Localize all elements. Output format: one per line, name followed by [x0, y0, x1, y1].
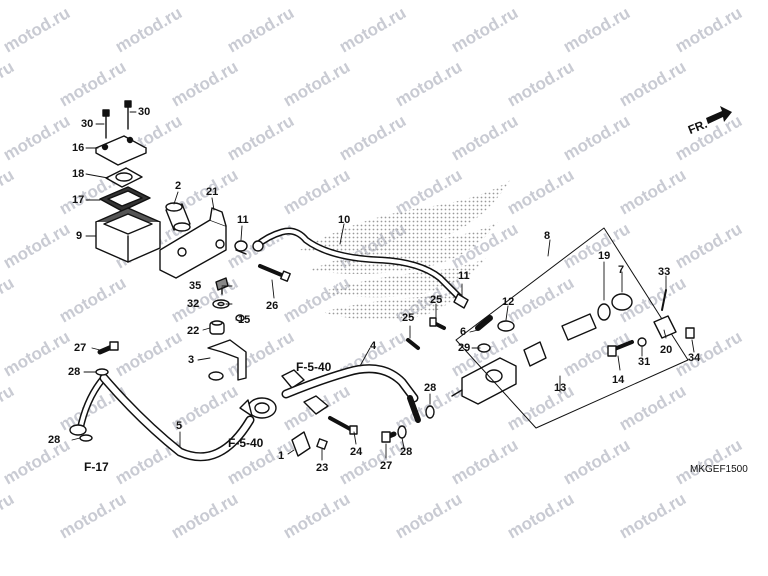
- part-label-11-right: 11: [458, 270, 470, 282]
- hose-clamp-upper: [281, 369, 305, 389]
- washer-28-left: [95, 368, 109, 376]
- part-label-28-right: 28: [424, 382, 437, 394]
- cup-19: [597, 303, 611, 321]
- ref-label-f540-upper: F-5-40: [296, 360, 332, 374]
- part-label-11-left: 11: [237, 214, 249, 226]
- joint-6: [475, 315, 493, 331]
- reservoir-bracket: [159, 207, 227, 279]
- joint-20: [653, 315, 677, 339]
- part-label-13: 13: [554, 382, 567, 394]
- bolt-25-lower: [406, 338, 420, 350]
- bolt-26: [258, 264, 291, 282]
- part-label-32: 32: [187, 298, 200, 310]
- part-label-5: 5: [176, 420, 183, 432]
- cylinder-2: [165, 202, 191, 232]
- diaphragm-plate: [105, 167, 143, 188]
- part-label-2: 2: [175, 180, 182, 192]
- collar-15: [235, 314, 245, 322]
- part-label-1: 1: [278, 450, 285, 462]
- master-cylinder: [451, 357, 517, 405]
- piston-body: [561, 313, 597, 341]
- bolt-25-upper: [429, 317, 446, 330]
- part-label-20: 20: [660, 344, 673, 356]
- hose-clamp-lower: [303, 395, 329, 415]
- part-label-12: 12: [502, 296, 515, 308]
- part-label-4: 4: [370, 340, 377, 352]
- bolt-30-left: [102, 109, 110, 139]
- part-label-18: 18: [72, 168, 85, 180]
- part-label-16: 16: [72, 142, 85, 154]
- nut-31: [637, 337, 647, 347]
- hose-clip-11-right: [453, 293, 469, 309]
- washer-28-bottom-left: [79, 434, 93, 442]
- part-label-6: 6: [460, 326, 467, 338]
- piston-spring: [523, 341, 547, 367]
- part-label-35: 35: [189, 280, 202, 292]
- ref-label-f540-lower: F-5-40: [228, 436, 264, 450]
- part-label-23: 23: [316, 462, 329, 474]
- part-label-33: 33: [658, 266, 671, 278]
- reservoir-body: [95, 207, 161, 263]
- clip-1: [291, 431, 311, 457]
- part-label-22: 22: [187, 325, 200, 337]
- hose-clip-11-left: [234, 240, 248, 255]
- part-label-34: 34: [688, 352, 701, 364]
- bolt-27-lower: [381, 431, 397, 443]
- part-label-19: 19: [598, 250, 611, 262]
- part-label-21: 21: [206, 186, 219, 198]
- part-label-30b: 30: [138, 106, 151, 118]
- brake-hose-5: [69, 373, 255, 462]
- bolt-30-right: [124, 100, 132, 130]
- part-label-27-lower: 27: [380, 460, 393, 472]
- pivot-bolt-14: [607, 340, 634, 357]
- part-label-9: 9: [76, 230, 83, 242]
- part-label-28-bottom-left: 28: [48, 434, 61, 446]
- part-label-24: 24: [350, 446, 363, 458]
- washer-28-right: [425, 405, 435, 419]
- part-label-14: 14: [612, 374, 625, 386]
- rod-33: [661, 289, 667, 311]
- part-label-10: 10: [338, 214, 351, 226]
- bolt-27-left: [97, 341, 119, 355]
- diagram-code: MKGEF1500: [690, 464, 748, 475]
- grommet-22: [209, 320, 225, 335]
- washer-28-lower: [397, 425, 407, 439]
- master-cylinder-kit-box: [455, 227, 689, 429]
- part-label-26: 26: [266, 300, 279, 312]
- boot-7: [611, 293, 633, 311]
- part-label-31: 31: [638, 356, 651, 368]
- oring-12: [497, 320, 515, 332]
- part-label-25-upper: 25: [430, 294, 443, 306]
- ref-label-f17: F-17: [84, 460, 109, 474]
- bolt-24: [328, 416, 358, 435]
- part-label-25-lower: 25: [402, 312, 415, 324]
- part-label-3: 3: [188, 354, 195, 366]
- reservoir-cap: [95, 135, 147, 166]
- part-label-29: 29: [458, 342, 471, 354]
- pressure-switch: [239, 397, 277, 419]
- brake-hose-4: [281, 364, 421, 423]
- part-label-27-left: 27: [74, 342, 87, 354]
- bolt-23: [316, 438, 328, 450]
- part-label-28-left: 28: [68, 366, 81, 378]
- part-label-30a: 30: [81, 118, 94, 130]
- reservoir-hose: [252, 227, 466, 304]
- part-label-8: 8: [544, 230, 551, 242]
- front-arrow-icon: [706, 106, 732, 124]
- diaphragm: [99, 186, 151, 212]
- bracket-3: [207, 339, 247, 381]
- pin-34: [685, 327, 695, 339]
- washer-32: [212, 299, 230, 309]
- part-label-7: 7: [618, 264, 625, 276]
- part-label-17: 17: [72, 194, 85, 206]
- part-label-15: 15: [238, 314, 251, 326]
- part-label-28-lower: 28: [400, 446, 413, 458]
